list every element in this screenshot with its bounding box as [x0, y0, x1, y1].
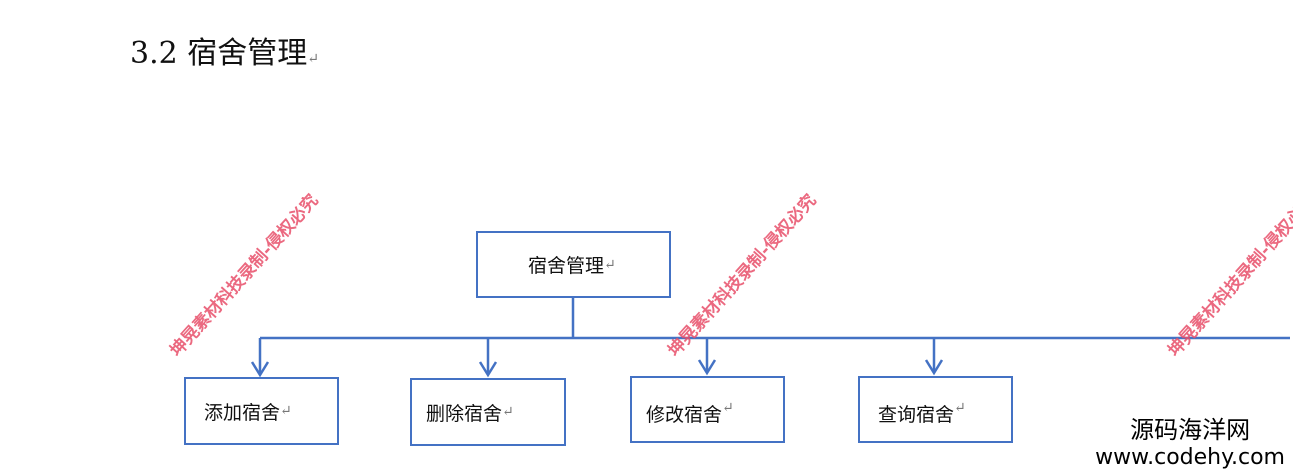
paragraph-mark: ↵ — [954, 400, 966, 416]
child-label: 添加宿舍 — [204, 401, 281, 424]
section-heading: 3.2 宿舍管理↵ — [130, 28, 319, 72]
root-label: 宿舍管理 — [528, 255, 605, 277]
paragraph-mark: ↵ — [722, 400, 734, 416]
paragraph-mark: ↵ — [307, 51, 319, 67]
child-label: 查询宿舍 — [878, 404, 955, 426]
arrow-1 — [250, 338, 270, 378]
arrow-3 — [697, 338, 717, 376]
child-label: 修改宿舍 — [646, 404, 723, 426]
paragraph-mark: ↵ — [280, 403, 292, 419]
site-name: 源码海洋网 — [1130, 416, 1251, 444]
paragraph-mark: ↵ — [502, 404, 514, 420]
section-title: 宿舍管理 — [187, 36, 308, 71]
child-node-delete: 删除宿舍↵ — [410, 378, 566, 446]
child-node-add: 添加宿舍↵ — [184, 377, 339, 445]
root-node: 宿舍管理↵ — [476, 231, 671, 298]
site-badge: 源码海洋网 www.codehy.com — [1095, 410, 1285, 470]
child-label: 删除宿舍 — [426, 402, 503, 425]
arrow-4 — [924, 338, 944, 376]
site-url: www.codehy.com — [1095, 445, 1285, 470]
child-node-query: 查询宿舍↵ — [858, 376, 1013, 443]
section-number: 3.2 — [130, 36, 178, 71]
arrow-2 — [478, 338, 498, 378]
paragraph-mark: ↵ — [604, 256, 616, 273]
child-node-edit: 修改宿舍↵ — [630, 376, 785, 443]
